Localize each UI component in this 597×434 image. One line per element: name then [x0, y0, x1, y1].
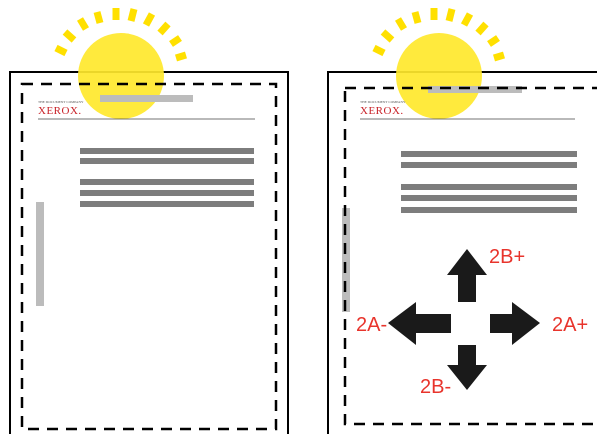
left-text-bar [80, 148, 254, 154]
left-dashed-margin [20, 82, 278, 431]
left-sun-icon [78, 33, 164, 119]
right-text-block [401, 151, 577, 213]
left-side-gray-bar [36, 202, 44, 306]
right-xerox-logo: XEROX. [360, 105, 404, 117]
arrow-up-icon [447, 249, 487, 302]
right-text-bar [401, 195, 577, 201]
right-text-bar [401, 162, 577, 168]
right-sun-rays-icon [372, 8, 506, 62]
left-sheet-border [9, 71, 289, 434]
left-sun-rays-icon [54, 8, 188, 62]
label-2a-minus: 2A- [356, 314, 387, 336]
right-text-bar [401, 207, 577, 213]
right-sheet: THE DOCUMENT COMPANY XEROX. [327, 8, 597, 434]
arrow-left-icon [388, 302, 451, 345]
right-logo-tagline: THE DOCUMENT COMPANY [360, 100, 406, 104]
left-text-bar [80, 158, 254, 164]
right-text-bar [401, 151, 577, 157]
label-2b-minus: 2B- [420, 376, 451, 398]
left-logo-tagline: THE DOCUMENT COMPANY [38, 100, 84, 104]
right-dashed-margin [343, 86, 597, 426]
left-text-bar [80, 190, 254, 196]
adjustment-arrows [388, 249, 540, 390]
label-2b-plus: 2B+ [489, 246, 525, 268]
arrow-right-icon [490, 302, 540, 345]
right-top-gray-bar [428, 86, 522, 93]
arrow-down-icon [447, 345, 487, 390]
left-sheet: THE DOCUMENT COMPANY XEROX. [9, 8, 289, 434]
left-text-bar [80, 201, 254, 207]
left-xerox-logo: XEROX. [38, 105, 82, 117]
right-side-gray-bar [342, 208, 350, 312]
label-2a-plus: 2A+ [552, 314, 588, 336]
left-top-gray-bar [100, 95, 193, 102]
right-sun-icon [396, 33, 482, 119]
left-text-block [80, 148, 254, 207]
left-text-bar [80, 179, 254, 185]
right-text-bar [401, 184, 577, 190]
